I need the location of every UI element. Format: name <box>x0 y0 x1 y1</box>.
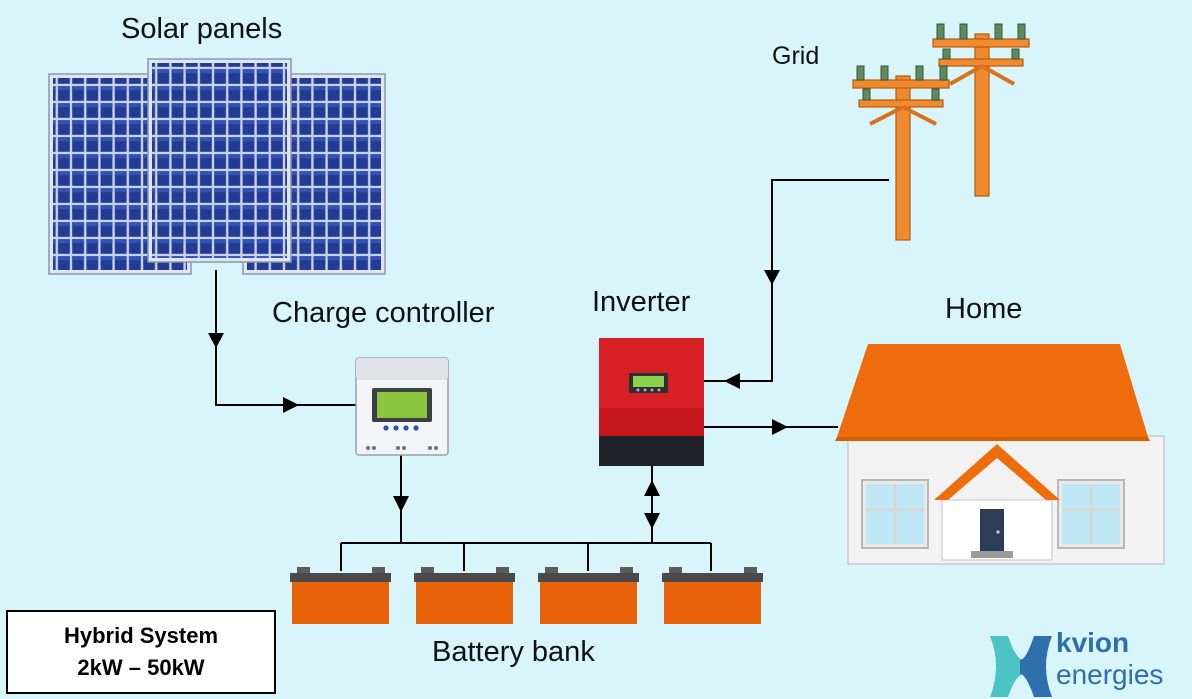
solar-panel-center <box>147 58 292 263</box>
battery-bank <box>290 567 763 624</box>
battery-3 <box>538 567 639 624</box>
controller-buttons <box>383 425 419 431</box>
system-info-box: Hybrid System 2kW – 50kW <box>6 610 276 694</box>
label-battery-bank: Battery bank <box>432 636 595 668</box>
label-inverter: Inverter <box>592 286 691 318</box>
utility-pole-back <box>932 23 1030 197</box>
brand-tagline: energies <box>1056 659 1164 690</box>
arrow-inverter-down <box>644 513 660 529</box>
system-type: Hybrid System <box>63 623 219 648</box>
battery-4 <box>662 567 763 624</box>
label-charge-controller: Charge controller <box>272 297 495 329</box>
home-porch-roof <box>934 444 1060 500</box>
home-roof <box>837 344 1148 437</box>
arrow-controller-down <box>393 496 409 512</box>
flow-arrows <box>208 270 788 529</box>
label-solar-panels: Solar panels <box>121 13 283 45</box>
brand-logo: kvion energies <box>1056 628 1163 690</box>
arrow-into-inverter <box>724 373 740 389</box>
battery-2 <box>414 567 515 624</box>
charge-controller <box>355 357 449 456</box>
arrow-to-home <box>772 419 788 435</box>
utility-poles <box>852 23 1030 241</box>
system-power-range: 2kW – 50kW <box>77 655 205 680</box>
kvion-k-logo-icon <box>990 636 1052 697</box>
label-grid: Grid <box>772 42 820 70</box>
battery-1 <box>290 567 391 624</box>
home-door <box>980 509 1004 551</box>
wire-grid-to-inverter <box>704 179 889 382</box>
arrow-into-controller <box>283 397 299 413</box>
wire-panels-to-controller <box>215 270 356 406</box>
arrow-grid-down <box>764 270 780 285</box>
home <box>835 344 1165 565</box>
arrow-panels-down <box>208 333 224 348</box>
label-home: Home <box>945 293 1023 325</box>
inverter <box>599 338 704 466</box>
arrow-inverter-up <box>644 480 660 496</box>
brand-name: kvion <box>1056 627 1130 658</box>
utility-pole-front <box>852 65 950 241</box>
solar-panels <box>48 58 386 275</box>
